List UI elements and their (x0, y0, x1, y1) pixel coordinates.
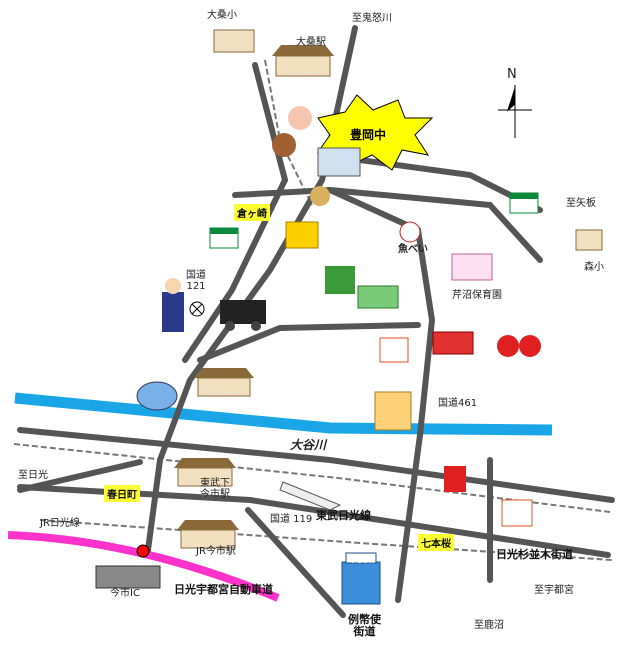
expressway-label: 日光宇都宮自動車道 (174, 583, 273, 596)
supermarket-icon (357, 285, 399, 309)
nikko-avenue-label: 日光杉並木街道 (496, 548, 573, 561)
car-icon (136, 381, 178, 411)
to-kinugawa-label: 至鬼怒川 (352, 13, 392, 24)
national-route-461-label: 国道461 (438, 398, 478, 409)
mori-school-icon (575, 229, 603, 251)
uobei-label: 魚べい (398, 244, 428, 255)
restaurant-icon (272, 106, 330, 206)
mori-elementary-label: 森小 (584, 262, 604, 273)
toyooka-jhs-label: 豊岡中 (350, 128, 387, 142)
jr-imaichi-station-building (177, 520, 239, 549)
reiheishi-kaido-label: 例幣使 街道 (348, 613, 381, 639)
national-route-119-label: 国道 119 (270, 514, 313, 525)
strawberry-icon (497, 335, 541, 357)
traffic-police-icon (162, 278, 184, 332)
imaichi-ic-label: 今市IC (110, 588, 140, 599)
jr-imaichi-station-label: JR今市駅 (196, 546, 236, 557)
north-arrow-icon (498, 85, 532, 138)
ohkuwa-elementary-label: 大桑小 (207, 10, 237, 21)
tobu-shimoimaichi-label: 東武下 今市駅 (200, 478, 230, 500)
seven-eleven-icon (379, 337, 409, 363)
ohya-river (14, 392, 553, 436)
kasugacho-label: 春日町 (104, 485, 140, 502)
imaichi-ic-dot (136, 544, 150, 558)
shichihonzakura-label: 七本桜 (418, 534, 454, 551)
shimoimaichi-station-building (174, 458, 236, 487)
bookstore-icon (325, 266, 355, 294)
national-route-121-label: 国道 121 (186, 270, 206, 292)
north-label: N (507, 67, 517, 82)
roads (17, 25, 615, 618)
to-utsunomiya-label: 至宇都宮 (534, 585, 574, 596)
to-nikko-label: 至日光 (18, 470, 48, 481)
city-office-building (341, 552, 381, 605)
intersection-marker (189, 301, 205, 317)
to-kanuma-label: 至鹿沼 (474, 620, 504, 631)
city-office-label: 市役所 (348, 555, 376, 565)
station-building-2 (194, 368, 254, 397)
serinuma-nursery-label: 芹沼保育園 (452, 290, 502, 301)
ohkuwa-station-label: 大桑駅 (296, 37, 326, 48)
seven-eleven-icon-2 (501, 499, 533, 527)
ohya-river-label: 大谷川 (290, 438, 327, 452)
yellowhat-icon (285, 221, 319, 249)
ohkuwa-station-building (272, 45, 334, 77)
imaichi-ic-building (95, 565, 161, 589)
office-tower (374, 391, 412, 431)
school-icon (317, 147, 361, 177)
fire-truck-icon (432, 331, 474, 355)
circle-k-icon (444, 466, 466, 492)
familymart-icon-2 (509, 192, 539, 214)
to-yaita-label: 至矢板 (566, 198, 596, 209)
ohkuwa-school-icon (213, 29, 255, 53)
familymart-icon (209, 227, 239, 249)
steam-locomotive-icon (220, 300, 266, 331)
nursery-icon (451, 253, 493, 281)
jr-nikko-line-label: JR日光線 (40, 518, 80, 529)
uobei-icon (399, 221, 421, 243)
tobu-nikko-line-label: 東武日光線 (316, 509, 371, 522)
kuragasaki-label: 倉ヶ崎 (234, 204, 270, 221)
express-train-icon (279, 481, 342, 511)
